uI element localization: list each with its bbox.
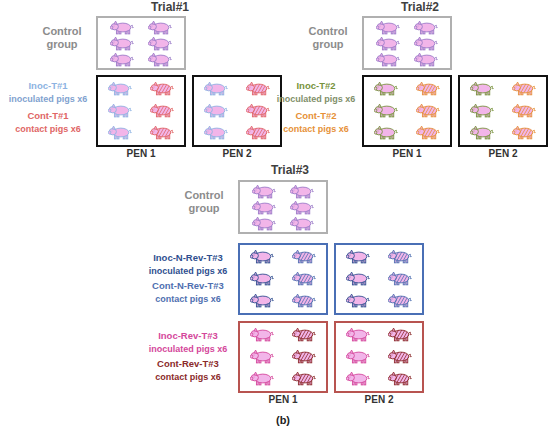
pen-outline [239,244,327,314]
group-box: Control group [362,16,452,70]
pen-label: PEN 1 [240,394,326,406]
group-box: Control group [96,16,186,70]
group-label: inoculated pigs x6 [140,265,236,277]
group-label: contact pigs x6 [0,123,96,135]
pen-box: PEN 1 [238,321,328,393]
group-label: Inoc-T#2 [268,80,364,92]
pen-pigs [204,82,270,139]
pen-label: PEN 1 [364,148,450,160]
group-label: Cont-Rev-T#3 [140,358,236,370]
pen-pigs [250,328,316,385]
group-box: Control group [238,180,328,234]
pen-label: PEN 2 [194,148,280,160]
group-label: Inoc-Rev-T#3 [140,330,236,342]
pen-pigs [108,82,174,139]
group-label: Cont-N-Rev-T#3 [140,280,236,292]
pen-box: PEN 1 [96,75,186,147]
group-label: inoculated pigs x6 [0,93,96,105]
group-label: Control group [30,25,94,51]
pen-label: PEN 1 [98,148,184,160]
pen-pigs [470,82,536,139]
group-label: Control group [172,189,236,215]
pen-box: PEN 2 [192,75,282,147]
group-label: Cont-T#2 [268,110,364,122]
pen-label: PEN 2 [460,148,546,160]
group-label: inoculated pigs x6 [140,343,236,355]
pen-box: PEN 2 [458,75,548,147]
control-pigs [376,21,437,66]
pen-pigs [250,250,316,307]
pen-box: PEN 1 [362,75,452,147]
group-label: inoculated pigs x6 [268,93,364,105]
trial-title: Trial#2 [380,1,460,13]
pen-box: PEN 2 [334,321,424,393]
group-label: Cont-T#1 [0,110,96,122]
group-label: Control group [296,25,360,51]
control-pigs [110,21,171,66]
control-pigs [252,185,313,230]
pen-pigs [374,82,440,139]
group-label: Inoc-T#1 [0,80,96,92]
pen-label: PEN 2 [336,394,422,406]
pen-pigs [346,328,412,385]
group-label: contact pigs x6 [268,123,364,135]
trial-title: Trial#3 [250,164,330,176]
group-label: contact pigs x6 [140,293,236,305]
trial-title: (b) [253,414,313,426]
group-label: Inoc-N-Rev-T#3 [140,252,236,264]
pen-outline [335,244,423,314]
trial-title: Trial#1 [130,1,210,13]
pen-pigs [346,250,412,307]
group-label: contact pigs x6 [140,371,236,383]
